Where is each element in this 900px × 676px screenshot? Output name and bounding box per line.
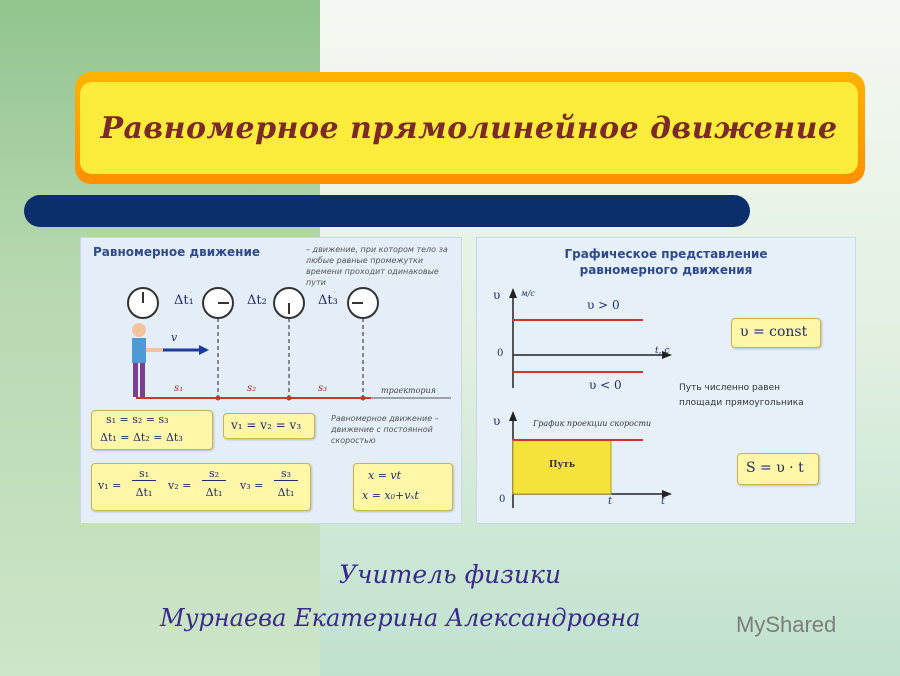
formula-denominator: Δt₁ bbox=[205, 486, 223, 499]
clock-icon bbox=[202, 287, 234, 319]
origin-label: 0 bbox=[497, 348, 504, 359]
formula-prefix: v₂ = bbox=[168, 479, 192, 492]
clock-icon bbox=[273, 287, 305, 319]
person-figure bbox=[132, 323, 163, 397]
slide-title: Равномерное прямолинейное движение bbox=[100, 110, 838, 146]
t-mark-label: t bbox=[608, 496, 613, 507]
watermark: MyShared bbox=[736, 612, 837, 637]
negative-velocity-label: υ < 0 bbox=[589, 378, 622, 392]
dt-label: Δt₁ bbox=[174, 293, 194, 308]
graph-title-line1: Графическое представление bbox=[564, 247, 768, 261]
dt-label: Δt₂ bbox=[247, 293, 267, 308]
path-note-line1: Путь численно равен bbox=[679, 383, 780, 393]
trajectory-label: траектория bbox=[381, 386, 436, 395]
definition-note: – движение, при котором тело за любые ра… bbox=[306, 245, 448, 287]
velocity-graphs bbox=[509, 288, 672, 508]
v-equal-formula: v₁ = v₂ = v₃ bbox=[231, 418, 302, 432]
graph-caption: График проекции скорости bbox=[533, 419, 652, 428]
clock-icon bbox=[347, 287, 379, 319]
formula-prefix: v₃ = bbox=[240, 479, 264, 492]
graph-title-line2: равномерного движения bbox=[579, 263, 753, 277]
y-axis-label: υ bbox=[493, 288, 501, 302]
coordinate-formulas-box: x = vt x = x₀+vₓt bbox=[353, 463, 453, 511]
s-label: s₁ bbox=[174, 383, 184, 394]
positive-velocity-label: υ > 0 bbox=[587, 298, 620, 312]
origin-label: 0 bbox=[499, 494, 506, 505]
y-unit-label: м/с bbox=[521, 289, 535, 298]
ratio-formula-bottom: Δt₁ = Δt₂ = Δt₃ bbox=[100, 431, 183, 444]
title-banner: Равномерное прямолинейное движение bbox=[80, 82, 858, 174]
ratio-formula-top: s₁ = s₂ = s₃ bbox=[106, 413, 169, 426]
const-formula: υ = const bbox=[740, 324, 808, 340]
formula-prefix: v₁ = bbox=[98, 479, 122, 492]
formula-denominator: Δt₁ bbox=[277, 486, 295, 499]
s-label: s₃ bbox=[318, 383, 328, 394]
formula-numerator: s₂ bbox=[202, 467, 226, 481]
graph-panel: Графическое представление равномерного д… bbox=[476, 237, 856, 524]
x-formula: x = x₀+vₓt bbox=[362, 489, 419, 502]
dt-label: Δt₃ bbox=[318, 293, 338, 308]
s-label: s₂ bbox=[247, 383, 257, 394]
formula-numerator: s₁ bbox=[132, 467, 156, 481]
ratio-formula-box: s₁ = s₂ = s₃ Δt₁ = Δt₂ = Δt₃ bbox=[91, 410, 213, 450]
s-formula: S = υ · t bbox=[746, 460, 804, 476]
motion-diagram bbox=[127, 287, 451, 401]
y-axis-label: υ bbox=[493, 414, 501, 428]
s-formula-box: S = υ · t bbox=[737, 453, 819, 485]
v-equal-box: v₁ = v₂ = v₃ bbox=[223, 413, 315, 439]
x-axis-label: t bbox=[661, 496, 666, 507]
formula-numerator: s₃ bbox=[274, 467, 298, 481]
const-formula-box: υ = const bbox=[731, 318, 821, 348]
teacher-name: Мурнаева Екатерина Александровна bbox=[160, 604, 641, 632]
velocity-formulas-box: v₁ = s₁ Δt₁ v₂ = s₂ Δt₁ v₃ = s₃ Δt₁ bbox=[91, 463, 311, 511]
panel-title: Равномерное движение bbox=[93, 245, 261, 259]
formula-denominator: Δt₁ bbox=[135, 486, 153, 499]
area-label: Путь bbox=[549, 460, 575, 470]
clock-icon bbox=[127, 287, 159, 319]
x-formula: x = vt bbox=[368, 469, 402, 482]
teacher-role: Учитель физики bbox=[338, 560, 562, 589]
x-unit-label: t, с bbox=[655, 346, 670, 356]
path-note-line2: площади прямоугольника bbox=[679, 398, 804, 408]
velocity-label: v bbox=[171, 331, 178, 344]
divider-bar bbox=[24, 195, 750, 227]
uniform-motion-panel: Равномерное движение – движение, при кот… bbox=[80, 237, 462, 524]
uniform-motion-caption: Равномерное движение – движение с постоя… bbox=[331, 414, 439, 445]
